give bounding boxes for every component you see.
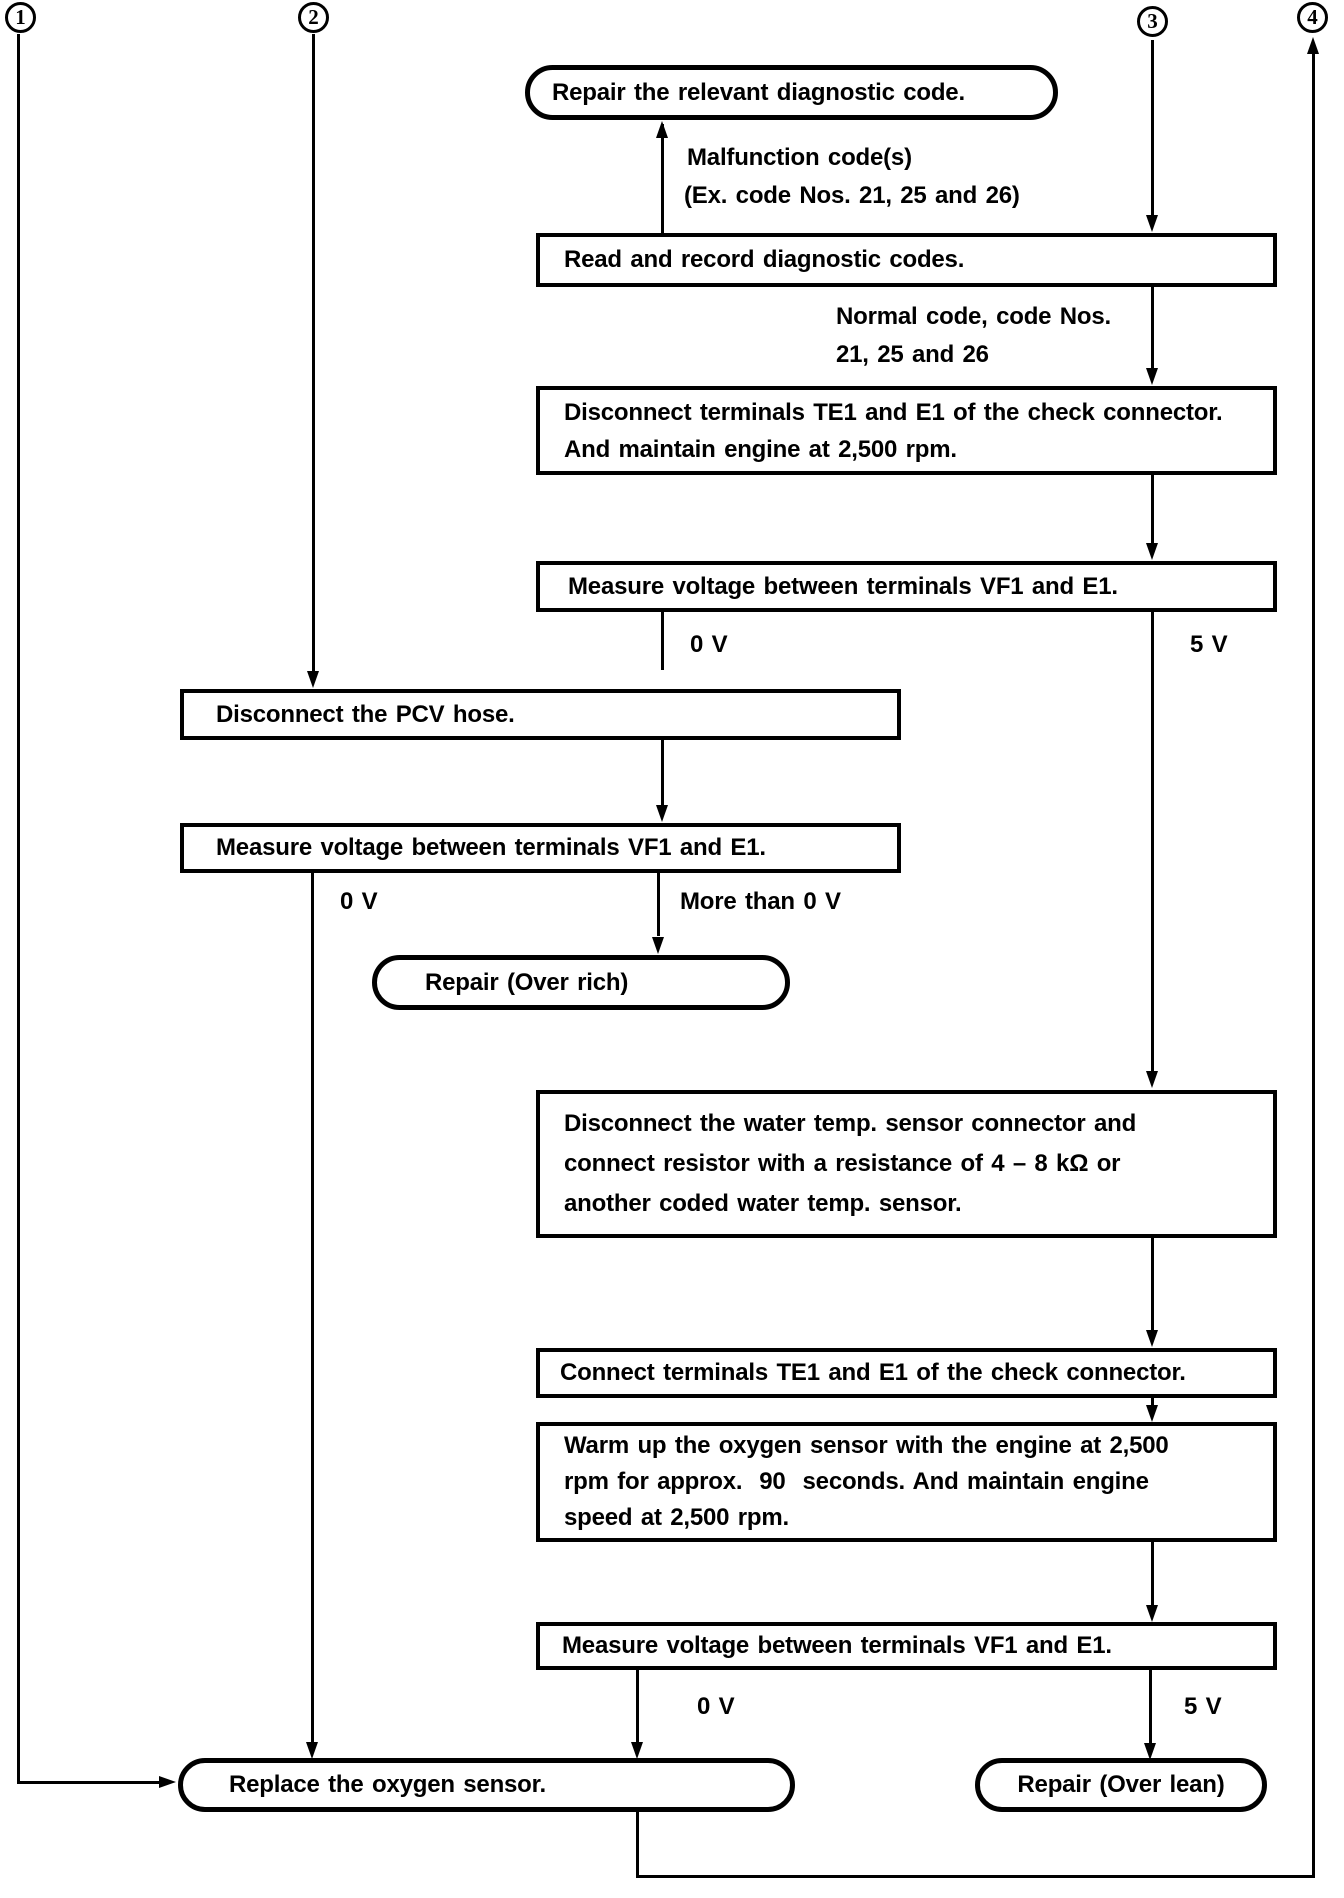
edge-bottom-rail bbox=[636, 1875, 1315, 1878]
connector-2-badge: 2 bbox=[298, 2, 329, 33]
connector-3-badge: 3 bbox=[1137, 6, 1168, 37]
node-measure-vf1-e1-3-text: Measure voltage between terminals VF1 an… bbox=[562, 1632, 1112, 1659]
edge-connector1-to-replace bbox=[17, 1781, 159, 1784]
label-measure1-5v: 5 V bbox=[1190, 631, 1228, 658]
node-disconnect-te1-e1-line2: And maintain engine at 2,500 rpm. bbox=[564, 435, 957, 463]
arrowhead-into-repair-rich bbox=[652, 937, 664, 954]
label-measure2-0v: 0 V bbox=[340, 888, 378, 915]
edge-measure3-5v bbox=[1149, 1670, 1152, 1743]
node-measure-vf1-e1-2: Measure voltage between terminals VF1 an… bbox=[180, 823, 901, 873]
node-repair-relevant-code: Repair the relevant diagnostic code. bbox=[525, 65, 1058, 120]
label-malfunction-codes-line1: Malfunction code(s) bbox=[687, 144, 912, 171]
connector-1-badge: 1 bbox=[5, 2, 36, 33]
node-warm-up-sensor-line3: speed at 2,500 rpm. bbox=[564, 1504, 789, 1531]
label-measure1-0v: 0 V bbox=[690, 631, 728, 658]
node-warm-up-sensor-line2: rpm for approx. 90 seconds. And maintain… bbox=[564, 1468, 1149, 1495]
edge-connector4-rail bbox=[1312, 52, 1315, 1878]
arrowhead-into-connect-te1 bbox=[1146, 1330, 1158, 1347]
edge-normal-code-branch bbox=[1151, 287, 1154, 369]
edge-pcv-to-measure2 bbox=[661, 740, 664, 806]
arrowhead-into-warm-up bbox=[1146, 1405, 1158, 1422]
node-repair-over-rich-text: Repair (Over rich) bbox=[425, 968, 629, 996]
arrowhead-into-connector4 bbox=[1307, 37, 1319, 54]
arrowhead-into-repair-relevant bbox=[656, 121, 668, 138]
edge-connector3-rail bbox=[1151, 40, 1154, 216]
node-read-record-codes-text: Read and record diagnostic codes. bbox=[564, 246, 965, 273]
arrowhead-into-measure3 bbox=[1146, 1605, 1158, 1622]
arrowhead-into-pcv bbox=[307, 671, 319, 688]
arrowhead-into-read-codes bbox=[1146, 215, 1158, 232]
arrowhead-into-measure2 bbox=[656, 805, 668, 822]
node-measure-vf1-e1-1-text: Measure voltage between terminals VF1 an… bbox=[568, 572, 1118, 600]
node-repair-over-lean-text: Repair (Over lean) bbox=[1017, 1771, 1225, 1798]
node-repair-over-lean: Repair (Over lean) bbox=[975, 1758, 1267, 1812]
connector-2-label: 2 bbox=[308, 5, 319, 29]
node-water-temp-resistor-line1: Disconnect the water temp. sensor connec… bbox=[564, 1110, 1137, 1137]
edge-to-connect-te1 bbox=[1151, 1238, 1154, 1330]
node-warm-up-sensor: Warm up the oxygen sensor with the engin… bbox=[536, 1422, 1277, 1542]
node-read-record-codes: Read and record diagnostic codes. bbox=[536, 233, 1277, 287]
label-malfunction-codes-line2: (Ex. code Nos. 21, 25 and 26) bbox=[684, 182, 1020, 209]
arrowhead-into-measure1 bbox=[1146, 543, 1158, 560]
arrowhead-into-replace-left bbox=[159, 1776, 176, 1788]
arrowhead-into-repair-lean bbox=[1144, 1743, 1156, 1760]
connector-4-label: 4 bbox=[1307, 5, 1318, 29]
node-measure-vf1-e1-1: Measure voltage between terminals VF1 an… bbox=[536, 561, 1277, 612]
node-warm-up-sensor-line1: Warm up the oxygen sensor with the engin… bbox=[564, 1432, 1169, 1459]
edge-to-measure1 bbox=[1151, 475, 1154, 544]
node-replace-oxygen-sensor: Replace the oxygen sensor. bbox=[178, 1758, 795, 1812]
node-measure-vf1-e1-2-text: Measure voltage between terminals VF1 an… bbox=[216, 834, 766, 861]
label-measure3-0v: 0 V bbox=[697, 1693, 735, 1720]
node-replace-oxygen-sensor-text: Replace the oxygen sensor. bbox=[229, 1771, 546, 1798]
node-disconnect-pcv-hose-text: Disconnect the PCV hose. bbox=[216, 700, 515, 728]
node-water-temp-resistor: Disconnect the water temp. sensor connec… bbox=[536, 1090, 1277, 1238]
edge-to-measure3 bbox=[1151, 1542, 1154, 1606]
node-measure-vf1-e1-3: Measure voltage between terminals VF1 an… bbox=[536, 1622, 1277, 1670]
node-connect-te1-e1: Connect terminals TE1 and E1 of the chec… bbox=[536, 1348, 1277, 1398]
label-measure2-more0v: More than 0 V bbox=[680, 888, 841, 915]
node-repair-relevant-code-text: Repair the relevant diagnostic code. bbox=[552, 78, 965, 106]
edge-measure2-0v bbox=[311, 873, 314, 1743]
node-water-temp-resistor-line3: another coded water temp. sensor. bbox=[564, 1190, 962, 1217]
edge-replace-to-bottom-rail bbox=[636, 1812, 639, 1878]
node-disconnect-pcv-hose: Disconnect the PCV hose. bbox=[180, 689, 901, 740]
arrowhead-into-replace-top-right bbox=[631, 1742, 643, 1759]
edge-measure1-5v bbox=[1151, 612, 1154, 1072]
edge-connector1-rail bbox=[17, 34, 20, 1783]
edge-to-warm-up bbox=[1151, 1398, 1154, 1407]
connector-3-label: 3 bbox=[1147, 9, 1158, 33]
node-disconnect-te1-e1-line1: Disconnect terminals TE1 and E1 of the c… bbox=[564, 398, 1223, 426]
arrowhead-into-disconnect-te1 bbox=[1146, 368, 1158, 385]
node-repair-over-rich: Repair (Over rich) bbox=[372, 955, 790, 1010]
label-normal-code-line2: 21, 25 and 26 bbox=[836, 341, 989, 368]
edge-connector2-rail bbox=[312, 34, 315, 672]
edge-measure1-0v bbox=[661, 612, 664, 670]
node-water-temp-resistor-line2: connect resistor with a resistance of 4 … bbox=[564, 1150, 1121, 1177]
connector-1-label: 1 bbox=[15, 5, 26, 29]
edge-malfunction-branch bbox=[661, 124, 664, 233]
node-disconnect-te1-e1: Disconnect terminals TE1 and E1 of the c… bbox=[536, 386, 1277, 475]
label-measure3-5v: 5 V bbox=[1184, 1693, 1222, 1720]
edge-measure2-more0v bbox=[657, 873, 660, 936]
arrowhead-into-water-temp bbox=[1146, 1071, 1158, 1088]
edge-measure3-0v bbox=[636, 1670, 639, 1742]
node-connect-te1-e1-text: Connect terminals TE1 and E1 of the chec… bbox=[560, 1359, 1186, 1386]
arrowhead-into-replace-top-left bbox=[306, 1742, 318, 1759]
connector-4-badge: 4 bbox=[1297, 2, 1328, 33]
label-normal-code-line1: Normal code, code Nos. bbox=[836, 303, 1111, 330]
